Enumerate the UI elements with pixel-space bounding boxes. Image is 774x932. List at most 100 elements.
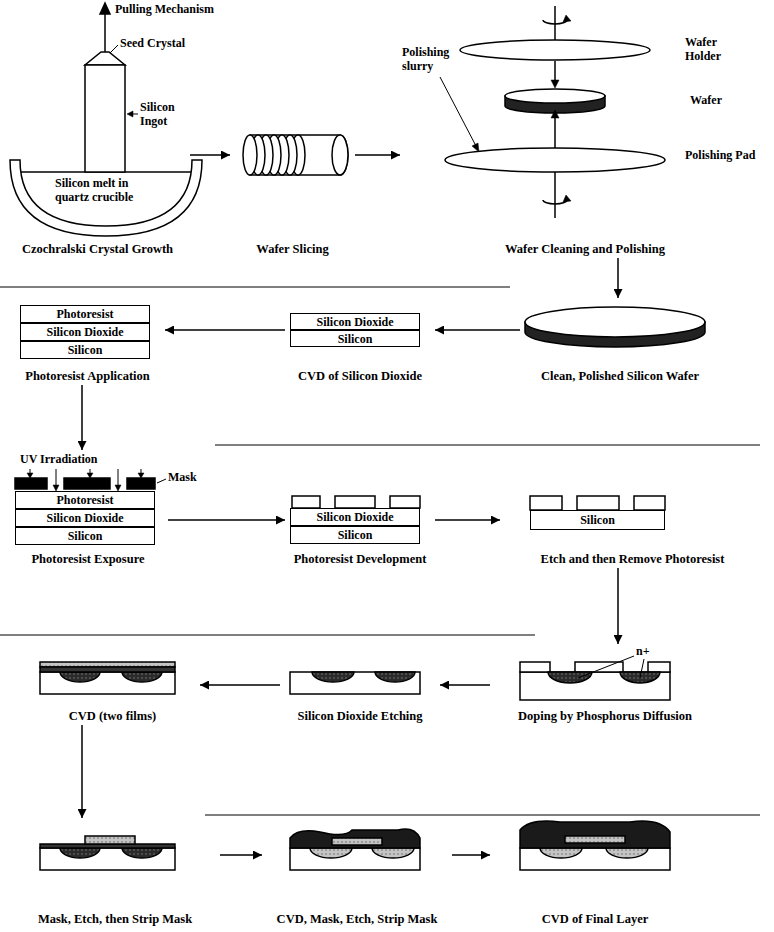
patterned-oxide [577, 496, 619, 510]
doped-wafer [548, 672, 592, 683]
step-caption: Clean, Polished Silicon Wafer [541, 369, 699, 383]
photo-mask [127, 478, 155, 489]
photo-mask [56, 469, 57, 486]
final-layer-wafer [540, 848, 582, 858]
flow-arrow [168, 519, 285, 521]
czochralski-puller [85, 65, 125, 172]
etched-wafer [375, 672, 415, 682]
polishing-machine [472, 143, 479, 152]
process-step: Etch and then Remove Photoresist Silicon [500, 480, 765, 568]
part-label: Mask [168, 470, 208, 484]
process-step: Silicon Dioxide Etching [280, 655, 440, 725]
etched-wafer [312, 672, 354, 682]
step-caption-block: Mask, Etch, then Strip Mask [10, 912, 220, 927]
masked-wafer [60, 848, 100, 858]
polishing-machine [563, 15, 571, 22]
polishing-machine [505, 89, 605, 103]
process-step: Clean, Polished Silicon Wafer [520, 298, 720, 385]
step-caption-block: Photoresist Exposure [8, 552, 168, 567]
polishing-machine [460, 40, 650, 60]
polishing-machine [445, 148, 665, 172]
layer-label: Silicon [338, 528, 373, 542]
layer-box: Silicon [530, 510, 665, 530]
czochralski-puller [85, 52, 125, 65]
layer-label: Silicon [68, 343, 103, 357]
two-film-wafer [60, 672, 100, 682]
step-caption: CVD of Final Layer [542, 912, 649, 926]
patterned-oxide [634, 496, 665, 510]
photo-mask [87, 473, 93, 478]
step-caption-block: Wafer Slicing [230, 242, 355, 257]
step-caption-block: CVD of Silicon Dioxide [285, 369, 435, 384]
sliced-ingot [243, 135, 348, 175]
layer-label: Photoresist [56, 493, 113, 507]
part-label: n+ [636, 644, 658, 658]
photo-mask [118, 469, 119, 486]
polishing-machine [554, 172, 556, 218]
masked-wafer [40, 836, 175, 870]
step-caption: Mask, Etch, then Strip Mask [38, 912, 192, 926]
polishing-machine [440, 77, 476, 146]
photo-mask [64, 478, 110, 489]
step-caption-block: CVD (two films) [25, 709, 200, 724]
flow-arrow [81, 725, 83, 818]
part-label: Wafer [690, 93, 740, 107]
section-divider [215, 445, 760, 446]
patterned-photoresist [292, 496, 420, 508]
photo-mask [15, 469, 166, 491]
layer-box: Silicon [20, 341, 150, 359]
polishing-machine [440, 6, 665, 218]
step-caption-block: Wafer Cleaning and Polishing [400, 242, 770, 257]
patterned-photoresist [292, 496, 320, 508]
step-caption: Photoresist Exposure [31, 552, 144, 566]
flow-arrow [81, 385, 83, 450]
photo-mask [27, 473, 33, 478]
etched-wafer [290, 672, 420, 694]
clean-wafer [525, 307, 705, 347]
patterned-photoresist [390, 496, 420, 508]
process-step: CVD of Silicon DioxideSilicon DioxideSil… [285, 305, 435, 385]
step-caption-block: CVD, Mask, Etch, Strip Mask [262, 912, 452, 927]
doped-wafer [578, 656, 634, 678]
flow-arrow [440, 684, 490, 686]
step-caption-block: Doping by Phosphorus Diffusion [490, 709, 720, 724]
two-film-wafer [122, 672, 162, 682]
czochralski-puller [100, 3, 110, 14]
doped-wafer [648, 662, 670, 672]
step-caption-block: Photoresist Application [10, 369, 165, 384]
part-label: Wafer Holder [685, 35, 747, 63]
layer-label: Silicon Dioxide [46, 511, 123, 525]
step-caption: Photoresist Application [25, 369, 149, 383]
etched-wafer [290, 672, 420, 694]
part-label: Pulling Mechanism [115, 2, 240, 16]
two-film-wafer [40, 667, 175, 672]
final-layer-wafer [565, 836, 625, 843]
layer-label: Silicon [338, 332, 373, 346]
section-divider [0, 635, 535, 636]
flow-arrow [220, 854, 262, 856]
flow-arrow [435, 329, 520, 331]
doped-wafer [520, 656, 670, 700]
process-step: CVD of Final Layer [490, 818, 700, 928]
final-layer-wafer [520, 821, 670, 848]
part-label: Polishing slurry [402, 45, 464, 73]
step-caption-block: Silicon Dioxide Etching [280, 709, 440, 724]
step-caption: Etch and then Remove Photoresist [541, 552, 725, 566]
process-step: Photoresist Exposure PhotoresistSilicon D… [8, 450, 168, 568]
second-layer-wafer [290, 829, 420, 870]
step-caption: Photoresist Development [294, 552, 427, 566]
doped-wafer [520, 662, 550, 672]
step-caption-block: Czochralski Crystal Growth [5, 242, 190, 257]
step-caption-block: Photoresist Development [285, 552, 435, 567]
sliced-ingot [243, 135, 257, 175]
step-caption: Silicon Dioxide Etching [297, 709, 422, 723]
second-layer-wafer [332, 838, 382, 845]
process-step: Photoresist DevelopmentSilicon DioxideSi… [285, 480, 435, 568]
final-layer-wafer [606, 848, 648, 858]
step-caption: Czochralski Crystal Growth [22, 242, 173, 256]
second-layer-wafer [290, 829, 420, 848]
patterned-oxide [530, 496, 562, 510]
polishing-machine [551, 110, 559, 118]
